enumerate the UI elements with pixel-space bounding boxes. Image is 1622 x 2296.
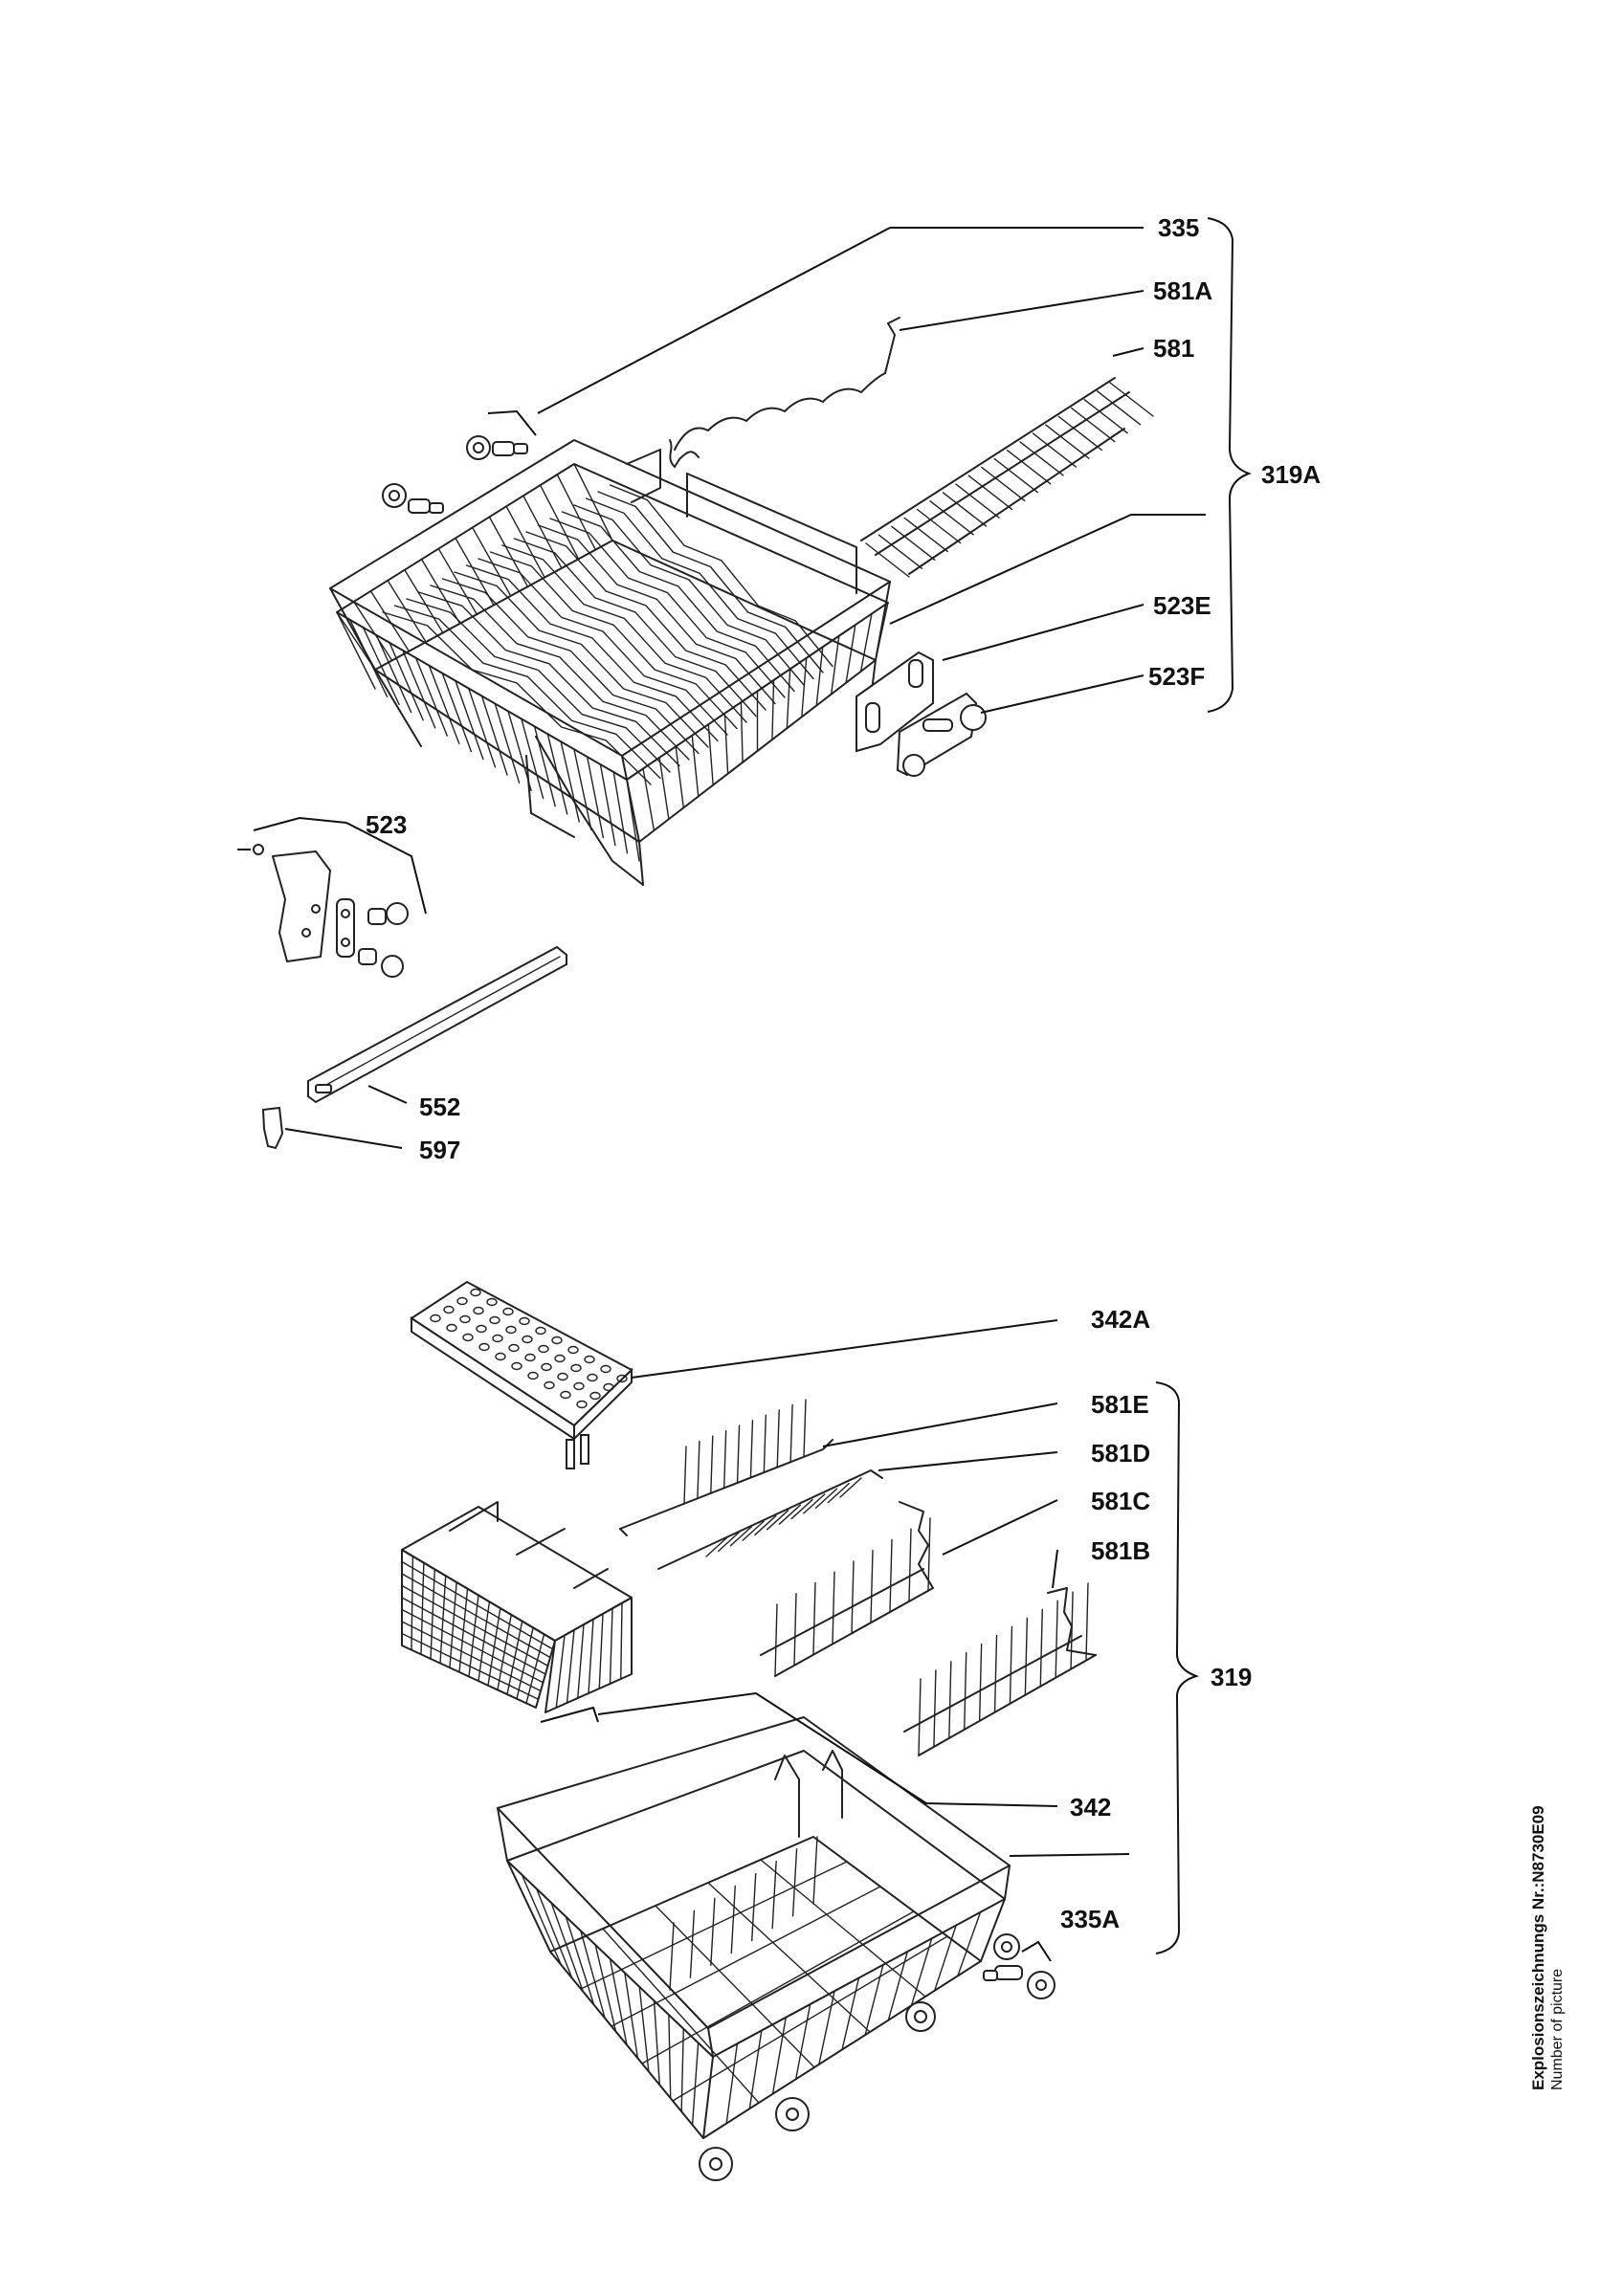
drawing-number-subtitle: Number of picture [1549,1968,1566,2090]
label-319A: 319A [1261,460,1321,489]
wire-581A-drawing [669,317,900,468]
label-523: 523 [366,810,407,839]
label-335A: 335A [1060,1905,1120,1933]
upper-wheels-335-drawing [382,409,537,514]
label-581C: 581C [1091,1487,1150,1515]
label-581B: 581B [1091,1536,1150,1565]
label-319: 319 [1211,1663,1252,1691]
cutlery-basket-342-drawing [401,1501,633,1723]
rail-bracket-523-drawing [237,844,409,978]
rail-552-drawing [307,945,567,1104]
label-581: 581 [1153,334,1194,363]
folding-rack-581B-drawing [903,1582,1097,1756]
cutlery-lid-342A-drawing [410,1280,633,1469]
wheel-335A-drawing [983,1940,1055,1999]
group-brackets [1155,217,1252,1954]
leader-lines [253,227,1206,1857]
tine-rack-581-drawing [860,377,1154,578]
folding-rack-581C-drawing [760,1501,934,1677]
upper-basket-drawing [329,439,891,886]
lower-basket-319-drawing [497,1716,1020,2181]
label-523E: 523E [1153,591,1211,620]
label-581E: 581E [1091,1390,1149,1419]
label-335: 335 [1158,213,1199,242]
brackets-523EF-drawing [855,651,987,777]
tine-row-581D-drawing [657,1469,883,1570]
label-552: 552 [419,1093,460,1121]
endcap-597-drawing [261,1106,284,1150]
label-581A: 581A [1153,276,1212,305]
drawing-number-title: Explosionszeichnungs Nr.:N8730E09 [1529,1805,1547,2090]
label-523F: 523F [1148,662,1205,691]
label-597: 597 [419,1136,460,1164]
label-342A: 342A [1091,1305,1150,1334]
label-581D: 581D [1091,1439,1150,1468]
tine-row-581E-drawing [619,1399,833,1536]
label-342: 342 [1070,1793,1111,1821]
